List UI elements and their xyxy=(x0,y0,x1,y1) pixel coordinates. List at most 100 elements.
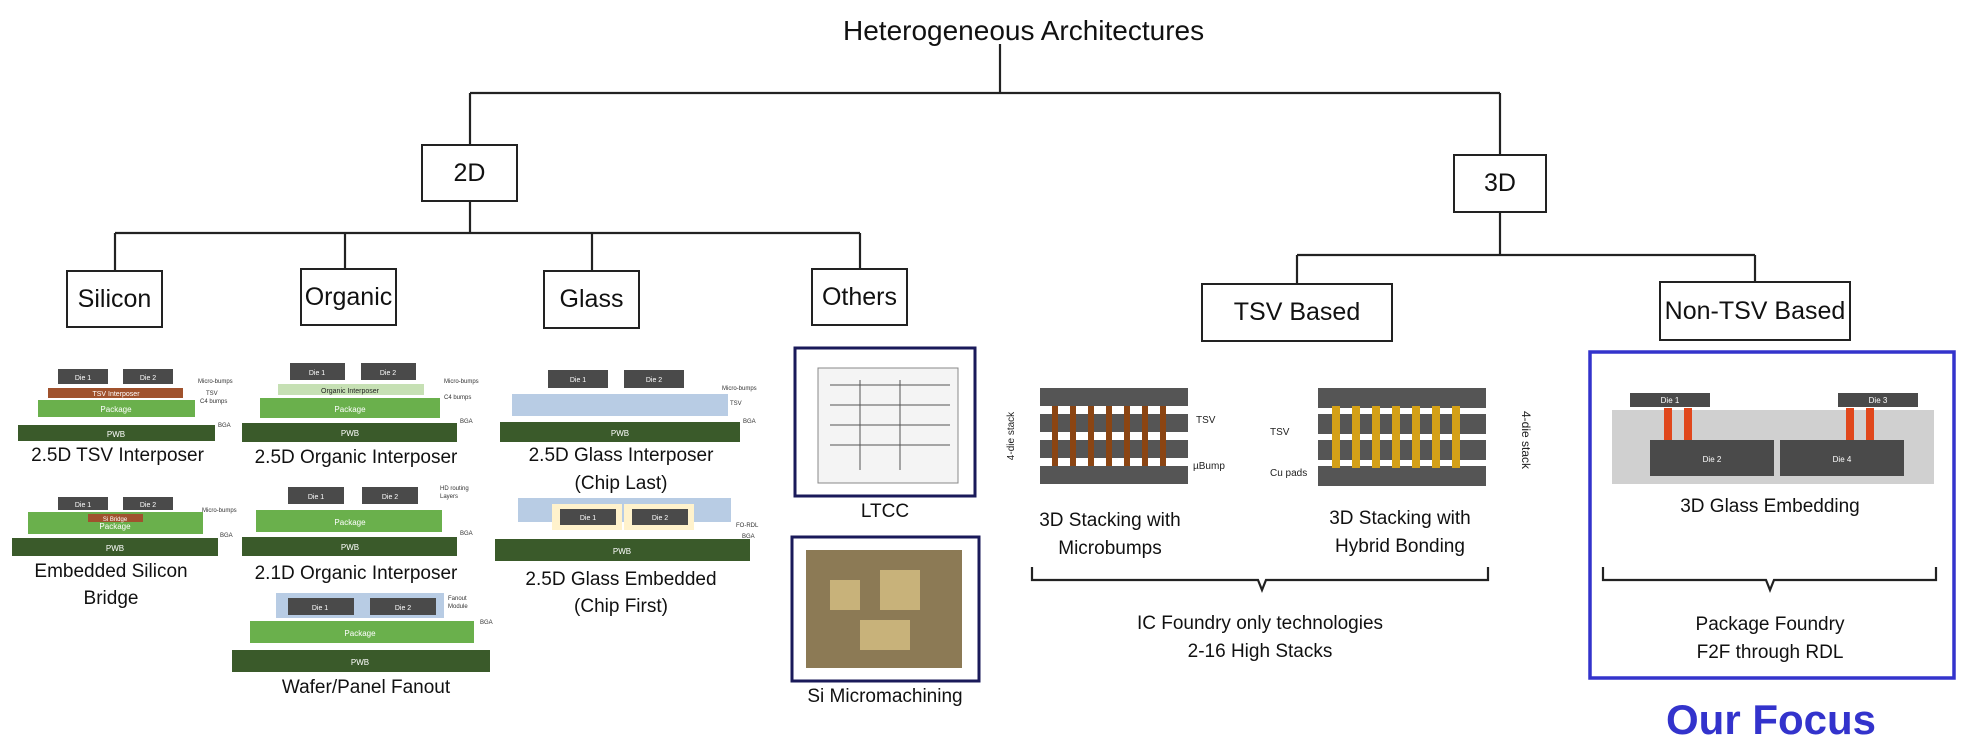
die2-label: Die 2 xyxy=(140,502,156,509)
hybrid-bonding-figure: 4-die stack TSV Cu pads xyxy=(1270,388,1533,486)
pwb-label: PWB xyxy=(341,429,359,438)
tsv-label: TSV xyxy=(1196,415,1216,426)
glass-embedding-figure: Die 2 Die 4 Die 1 Die 3 xyxy=(1612,393,1934,484)
si-bridge-label: Si Bridge xyxy=(103,517,128,523)
micro-bumps-label: Micro-bumps xyxy=(198,379,233,385)
caption-glass-interposer-1: 2.5D Glass Interposer xyxy=(528,445,714,466)
pwb-label: PWB xyxy=(351,658,369,667)
pwb-label: PWB xyxy=(341,543,359,552)
package-foundry-brace xyxy=(1601,567,1938,593)
node-others: Others xyxy=(811,268,908,326)
caption-ic-foundry-2: 2-16 High Stacks xyxy=(1187,641,1333,662)
si-micromachining-figure xyxy=(790,535,981,683)
bga-label: BGA xyxy=(743,419,756,425)
bga-label: BGA xyxy=(218,423,231,429)
pwb-label: PWB xyxy=(106,544,124,553)
caption-organic-interposer: 2.5D Organic Interposer xyxy=(254,447,458,468)
node-silicon: Silicon xyxy=(66,270,163,328)
bga-label: BGA xyxy=(460,419,473,425)
hd-routing-label: HD routing xyxy=(440,486,469,492)
tree-connectors xyxy=(113,44,1757,283)
caption-embedded-bridge-2: Bridge xyxy=(83,588,139,609)
tsv-label: TSV xyxy=(1270,427,1290,438)
cu-pads-label: Cu pads xyxy=(1270,468,1307,479)
organic-interposer-label: Organic Interposer xyxy=(321,388,380,395)
die2-label: Die 2 xyxy=(1703,455,1722,464)
bga-label: BGA xyxy=(742,534,755,540)
die2-label: Die 2 xyxy=(380,370,396,377)
node-glass: Glass xyxy=(543,270,640,329)
c4-bumps-label: C4 bumps xyxy=(200,399,227,405)
die1-label: Die 1 xyxy=(308,494,324,501)
module-label: Module xyxy=(448,604,468,610)
bga-label: BGA xyxy=(460,531,473,537)
caption-organic-21d: 2.1D Organic Interposer xyxy=(254,563,458,584)
glass-interposer-figure: PWB Die 1 Die 2 Micro-bumps TSV BGA xyxy=(500,370,757,442)
layers-label: Layers xyxy=(440,494,458,500)
package-label: Package xyxy=(100,405,132,414)
caption-glass-embedded-2: (Chip First) xyxy=(574,596,668,617)
micro-bumps-label: Micro-bumps xyxy=(444,379,479,385)
die-stack-label: 4-die stack xyxy=(1006,411,1017,460)
node-tsv-based: TSV Based xyxy=(1201,283,1393,342)
organic-interposer-figure: PWB Package Organic Interposer Die 1 Die… xyxy=(242,363,479,442)
pwb-label: PWB xyxy=(611,429,629,438)
die2-label: Die 2 xyxy=(646,377,662,384)
micro-bumps-label: Micro-bumps xyxy=(202,508,237,514)
micro-bumps-label: Micro-bumps xyxy=(722,386,757,392)
die1-label: Die 1 xyxy=(580,515,596,522)
pwb-label: PWB xyxy=(613,547,631,556)
node-non-tsv-based: Non-TSV Based xyxy=(1659,281,1851,341)
caption-microbumps-2: Microbumps xyxy=(1058,538,1162,559)
die-stack-label: 4-die stack xyxy=(1519,411,1533,470)
caption-glass-embedding: 3D Glass Embedding xyxy=(1680,496,1860,517)
fo-rdl-label: FO-RDL xyxy=(736,523,759,529)
die2-label: Die 2 xyxy=(382,494,398,501)
pwb-label: PWB xyxy=(107,430,125,439)
diagram-title: Heterogeneous Architectures xyxy=(843,15,1205,46)
tsv-label: TSV xyxy=(730,401,742,407)
caption-tsv-interposer: 2.5D TSV Interposer xyxy=(31,445,204,466)
package-label: Package xyxy=(99,522,131,531)
fanout-figure: PWB Package Die 1 Die 2 Fanout Module BG… xyxy=(232,593,493,672)
caption-package-foundry-2: F2F through RDL xyxy=(1696,642,1844,663)
caption-fanout: Wafer/Panel Fanout xyxy=(281,677,451,698)
caption-ltcc: LTCC xyxy=(860,501,910,522)
caption-embedded-bridge-1: Embedded Silicon xyxy=(34,561,188,582)
caption-hybrid-1: 3D Stacking with xyxy=(1329,508,1471,529)
caption-ic-foundry-1: IC Foundry only technologies xyxy=(1136,613,1384,634)
focus-frame xyxy=(1588,350,1956,680)
ltcc-figure xyxy=(793,346,977,498)
die1-label: Die 1 xyxy=(75,375,91,382)
die2-label: Die 2 xyxy=(652,515,668,522)
ubump-label: µBump xyxy=(1193,461,1225,472)
glass-embedded-figure: PWB Die 1 Die 2 FO-RDL BGA xyxy=(495,498,759,561)
organic-21d-figure: PWB Package Die 1 Die 2 HD routing Layer… xyxy=(242,486,473,556)
die2-label: Die 2 xyxy=(140,375,156,382)
die1-label: Die 1 xyxy=(312,605,328,612)
die2-label: Die 2 xyxy=(395,605,411,612)
package-label: Package xyxy=(334,405,366,414)
die1-label: Die 1 xyxy=(1661,396,1680,405)
caption-hybrid-2: Hybrid Bonding xyxy=(1335,536,1465,557)
caption-si-micromachining: Si Micromachining xyxy=(807,686,963,707)
node-organic: Organic xyxy=(300,268,397,326)
node-2d: 2D xyxy=(421,144,518,202)
c4-bumps-label: C4 bumps xyxy=(444,395,471,401)
microbumps-figure: 4-die stack TSV µBump xyxy=(1006,388,1225,484)
embedded-bridge-figure: PWB Package Si Bridge Die 1 Die 2 Micro-… xyxy=(12,497,237,556)
bga-label: BGA xyxy=(480,620,493,626)
node-3d: 3D xyxy=(1453,154,1547,213)
die1-label: Die 1 xyxy=(309,370,325,377)
fanout-label: Fanout xyxy=(448,596,467,602)
caption-microbumps-1: 3D Stacking with xyxy=(1039,510,1181,531)
caption-glass-interposer-2: (Chip Last) xyxy=(574,473,668,494)
tsv-interposer-label: TSV Interposer xyxy=(92,391,140,398)
ic-foundry-brace xyxy=(1030,567,1490,593)
bga-label: BGA xyxy=(220,533,233,539)
package-label: Package xyxy=(334,518,366,527)
package-label: Package xyxy=(344,629,376,638)
die1-label: Die 1 xyxy=(75,502,91,509)
tsv-label: TSV xyxy=(206,391,218,397)
